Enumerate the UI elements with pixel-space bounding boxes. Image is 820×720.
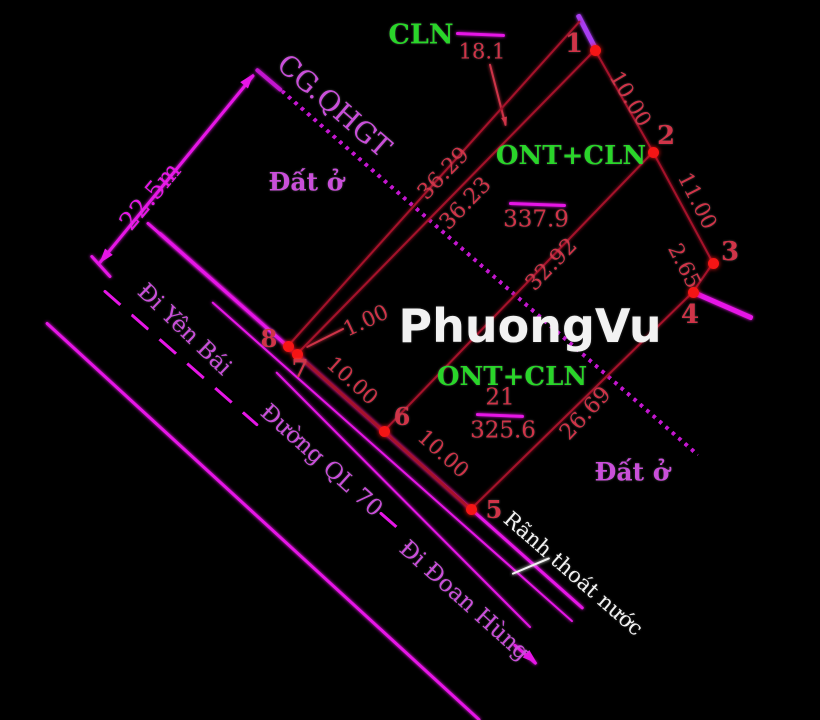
- dim-6-5: 10.00: [412, 424, 474, 483]
- point-marker-5: [465, 503, 477, 515]
- point-marker-4: [687, 286, 699, 298]
- dim-3-4: 2.65: [663, 239, 706, 293]
- dim-8-7: 1.00: [339, 299, 393, 342]
- point-label-8: 8: [260, 324, 278, 353]
- land-use-label-1: Đất ở: [268, 167, 344, 197]
- point-marker-1: [589, 44, 601, 56]
- point-label-7: 7: [291, 354, 309, 383]
- area-plot1: 337.9: [503, 206, 569, 233]
- zone-label-plot2: ONT+CLN: [436, 362, 588, 392]
- boundary-stub-point-4: [695, 290, 754, 321]
- point-marker-8: [282, 340, 294, 352]
- road-centerline-dash-2: [379, 511, 405, 534]
- cln-fraction-bar: [455, 31, 506, 37]
- point-label-1: 1: [564, 29, 584, 59]
- point-label-4: 4: [680, 300, 700, 330]
- dim-1-2: 10.00: [604, 66, 657, 131]
- point-label-2: 2: [656, 121, 676, 151]
- point-label-5: 5: [485, 495, 503, 524]
- watermark: PhuongVu: [398, 299, 662, 353]
- area-cln: 18.1: [458, 39, 506, 64]
- planning-line-label: CG.QHGT: [270, 47, 399, 165]
- point-label-3: 3: [720, 237, 740, 267]
- point-label-6: 6: [393, 402, 411, 431]
- road-edge-lower: [44, 320, 482, 720]
- point-marker-7: [291, 348, 303, 360]
- area-plot2: 325.6: [470, 417, 536, 444]
- zone-label-cln: CLN: [388, 19, 454, 51]
- point-marker-3: [707, 257, 719, 269]
- lot-number-plot2: 21: [485, 384, 515, 411]
- road-label-doan-hung: Đi Đoan Hùng: [393, 535, 535, 666]
- zone-label-plot1: ONT+CLN: [495, 141, 647, 171]
- dim-2-6: 32.92: [520, 233, 583, 296]
- cln-leader-arrow-arrowhead: [501, 116, 510, 127]
- land-use-label-2: Đất ở: [594, 457, 670, 487]
- point-marker-6: [378, 425, 390, 437]
- point-marker-2: [647, 146, 659, 158]
